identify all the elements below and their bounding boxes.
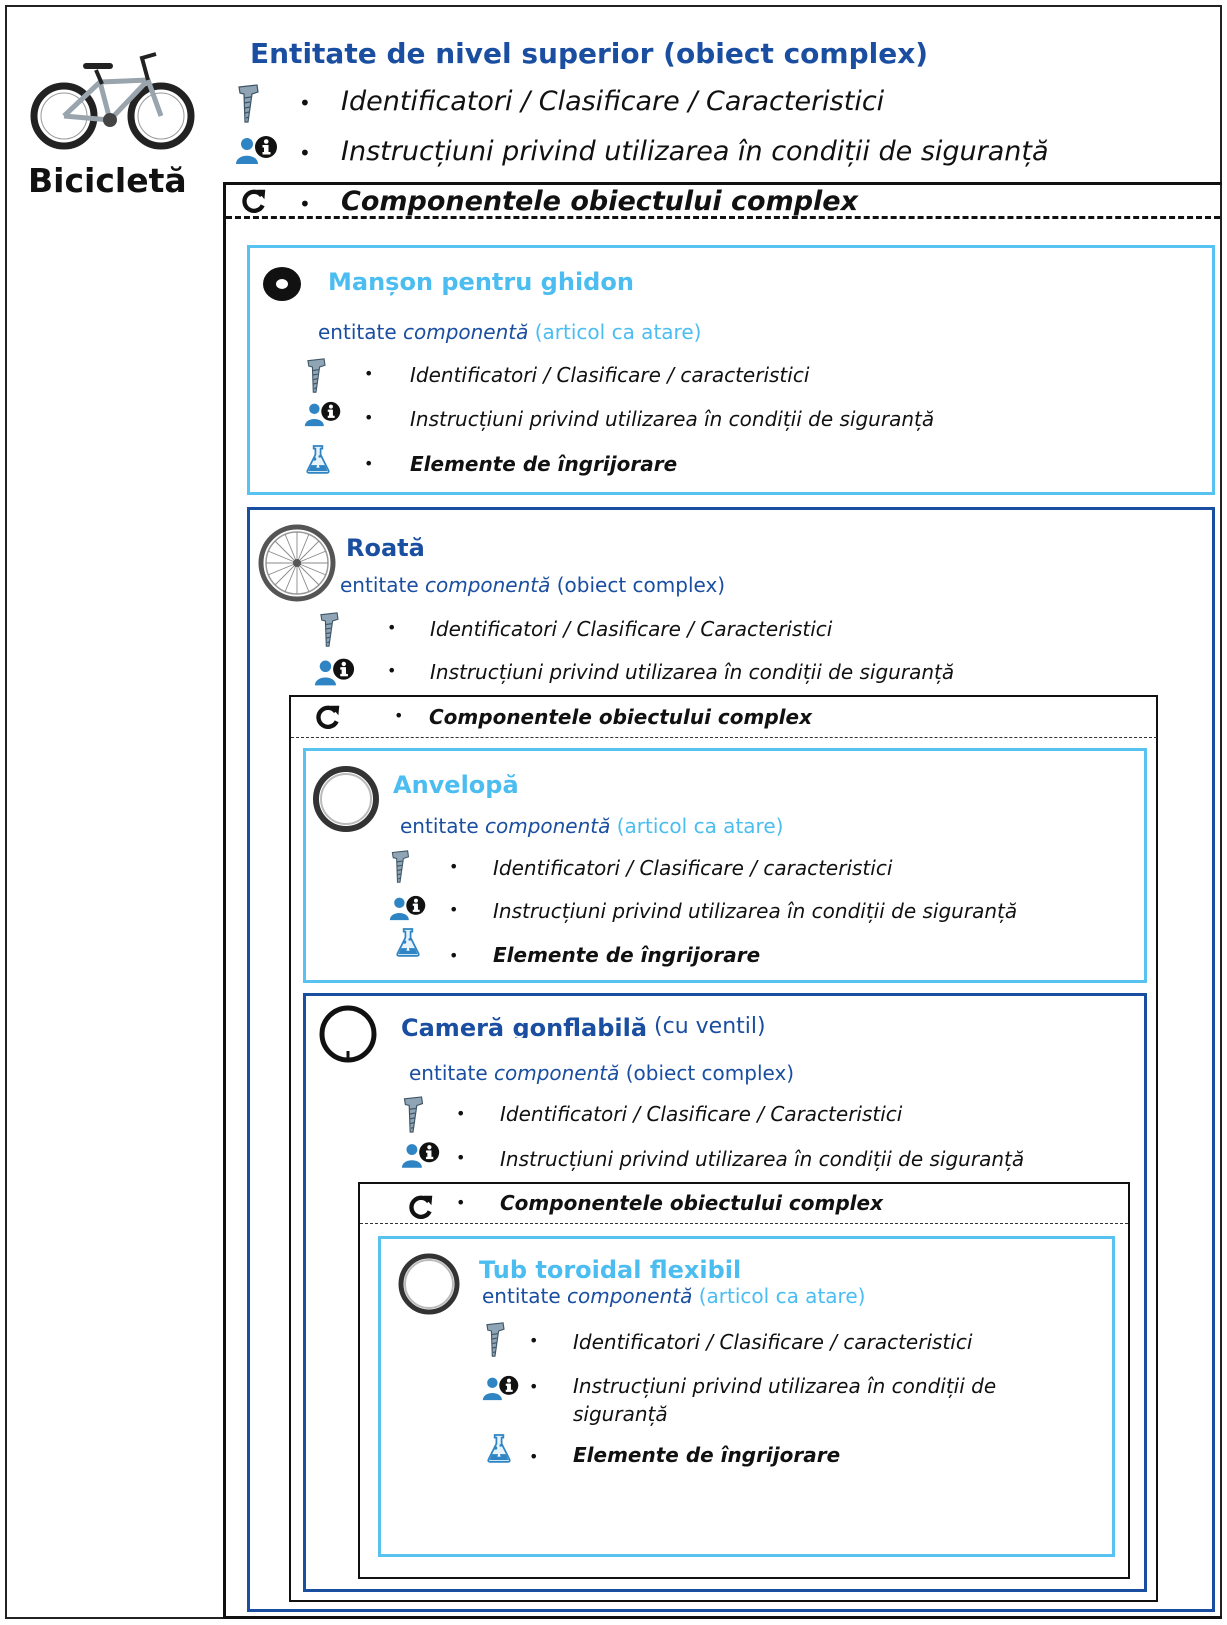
manson-item-safety: Instrucțiuni privind utilizarea în condi…	[410, 407, 935, 431]
anvelopa-item-concerns: Elemente de îngrijorare	[493, 943, 761, 967]
bullet: •	[529, 1331, 539, 1350]
roata-subtitle: entitate componentă (obiect complex)	[340, 573, 726, 597]
bullet: •	[364, 364, 374, 383]
root-item-safety: Instrucțiuni privind utilizarea în condi…	[341, 136, 1049, 167]
bullet: •	[394, 706, 404, 725]
person-info-icon	[482, 1375, 520, 1401]
refresh-icon	[315, 704, 341, 730]
bullet: •	[529, 1447, 539, 1466]
wheel-icon	[258, 524, 336, 602]
bullet: •	[387, 618, 397, 637]
anvelopa-item-safety: Instrucțiuni privind utilizarea în condi…	[493, 899, 1018, 923]
roata-item-identifiers: Identificatori / Clasificare / Caracteri…	[430, 617, 833, 641]
bullet: •	[449, 946, 459, 965]
screw-icon	[235, 84, 261, 124]
refresh-icon	[408, 1194, 434, 1220]
roata-title: Roată	[346, 534, 425, 562]
roata-item-components: Componentele obiectului complex	[429, 705, 812, 729]
screw-icon	[318, 612, 340, 648]
root-label: Bicicletă	[28, 161, 187, 200]
bullet: •	[299, 192, 311, 216]
roata-components-box	[289, 695, 1158, 1602]
bullet: •	[299, 91, 311, 115]
person-info-icon	[235, 135, 279, 165]
tub-box	[378, 1236, 1115, 1557]
tyre-icon	[313, 766, 379, 832]
hazard-flask-icon	[395, 927, 421, 957]
bullet: •	[449, 900, 459, 919]
camera-subtitle: entitate componentă (obiect complex)	[409, 1061, 795, 1085]
hazard-flask-icon	[305, 444, 331, 474]
person-info-icon	[401, 1141, 441, 1169]
person-info-icon	[314, 657, 356, 687]
bullet: •	[456, 1193, 466, 1212]
camera-item-safety: Instrucțiuni privind utilizarea în condi…	[500, 1147, 1025, 1171]
handlebar-grip-icon	[263, 267, 301, 301]
screw-icon	[401, 1096, 425, 1134]
bullet: •	[456, 1148, 466, 1167]
root-item-identifiers: Identificatori / Clasificare / Caracteri…	[341, 86, 885, 117]
bullet: •	[364, 454, 374, 473]
roata-box	[247, 507, 1215, 1612]
person-info-icon	[389, 895, 427, 921]
manson-box	[247, 245, 1215, 495]
tub-item-concerns: Elemente de îngrijorare	[573, 1443, 841, 1467]
manson-item-identifiers: Identificatori / Clasificare / caracteri…	[410, 363, 810, 387]
root-title: Entitate de nivel superior (obiect compl…	[250, 37, 929, 70]
manson-title: Manșon pentru ghidon	[328, 268, 634, 296]
bullet: •	[456, 1104, 466, 1123]
tub-item-identifiers: Identificatori / Clasificare / caracteri…	[573, 1330, 973, 1354]
tub-item-safety-cont: siguranță	[573, 1402, 668, 1426]
bicycle-icon	[30, 52, 195, 150]
manson-subtitle: entitate componentă (articol ca atare)	[318, 320, 702, 344]
screw-icon	[389, 850, 411, 884]
bullet: •	[299, 141, 311, 165]
camera-item-identifiers: Identificatori / Clasificare / Caracteri…	[500, 1102, 903, 1126]
tub-title: Tub toroidal flexibil	[479, 1256, 742, 1284]
anvelopa-box	[303, 748, 1147, 983]
screw-icon	[484, 1322, 506, 1358]
anvelopa-title: Anvelopă	[393, 771, 519, 799]
hazard-flask-icon	[486, 1433, 512, 1463]
anvelopa-subtitle: entitate componentă (articol ca atare)	[400, 814, 784, 838]
camera-title: Cameră gonflabilă (cu ventil)	[401, 1014, 766, 1038]
screw-icon	[305, 358, 327, 394]
anvelopa-item-identifiers: Identificatori / Clasificare / caracteri…	[493, 856, 893, 880]
camera-box	[303, 993, 1147, 1592]
bullet: •	[449, 857, 459, 876]
camera-item-components: Componentele obiectului complex	[500, 1191, 883, 1215]
bullet: •	[364, 408, 374, 427]
person-info-icon	[304, 401, 342, 427]
camera-components-box	[358, 1182, 1130, 1579]
divider	[360, 1223, 1128, 1224]
components-panel	[223, 182, 1222, 1619]
tyre-icon	[398, 1253, 460, 1315]
manson-item-concerns: Elemente de îngrijorare	[410, 452, 678, 476]
refresh-icon	[241, 188, 267, 214]
bullet: •	[529, 1377, 539, 1396]
root-item-components: Componentele obiectului complex	[341, 186, 859, 217]
roata-item-safety: Instrucțiuni privind utilizarea în condi…	[430, 660, 955, 684]
divider	[291, 737, 1157, 738]
bullet: •	[387, 661, 397, 680]
divider	[226, 216, 1220, 219]
tub-item-safety: Instrucțiuni privind utilizarea în condi…	[573, 1374, 997, 1398]
inner-tube-icon	[319, 1005, 377, 1063]
tub-subtitle: entitate componentă (articol ca atare)	[482, 1284, 866, 1308]
